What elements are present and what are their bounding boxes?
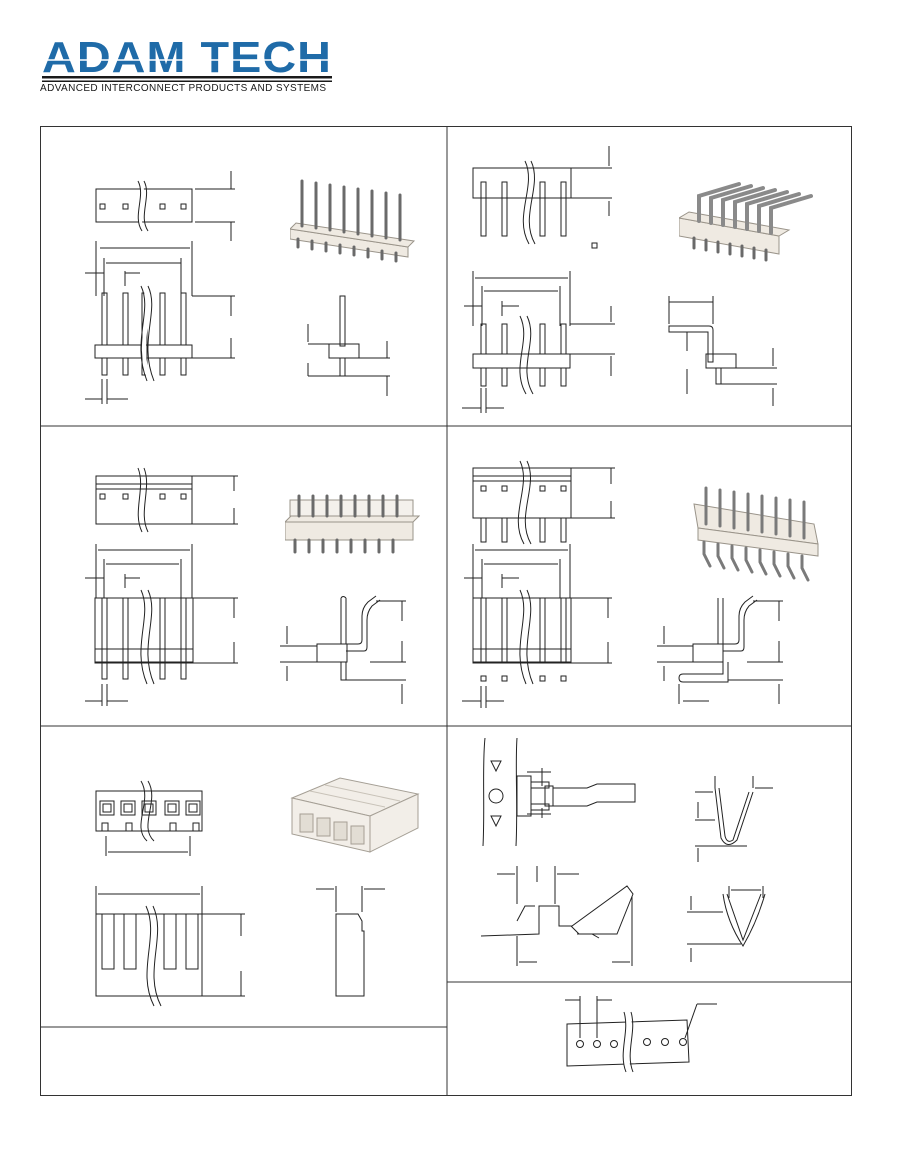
panel-right-angle-pin-header [447,126,852,426]
straight-header-drawing [85,171,390,404]
panel-crimp-terminal [447,726,852,982]
crimp-housing-photo [290,777,420,853]
panel-terminal-reel-strip [447,982,852,1096]
reel-strip-drawing [565,996,717,1074]
crimp-terminal-drawing [480,737,773,966]
drawing-frame [40,126,852,1096]
straight-header-photo [290,179,416,263]
panel-straight-friction-lock-header [40,426,447,726]
adam-tech-logo: ADAM TECH [42,33,332,82]
right-angle-friction-lock-photo [693,486,819,582]
friction-lock-header-drawing [85,467,406,706]
panel-crimp-housing [40,726,447,1027]
brand-wordmark: ADAM TECH [42,33,332,82]
panel-notes-blank [40,1027,447,1096]
brand-tagline: ADVANCED INTERCONNECT PRODUCTS AND SYSTE… [40,83,327,94]
right-angle-friction-lock-drawing [462,460,783,708]
panel-straight-pin-header [40,126,447,426]
panel-right-angle-friction-lock-header [447,426,852,726]
right-angle-header-drawing [462,146,777,413]
crimp-housing-drawing [95,780,385,1007]
friction-lock-header-photo [285,494,420,554]
right-angle-header-photo [679,182,813,262]
